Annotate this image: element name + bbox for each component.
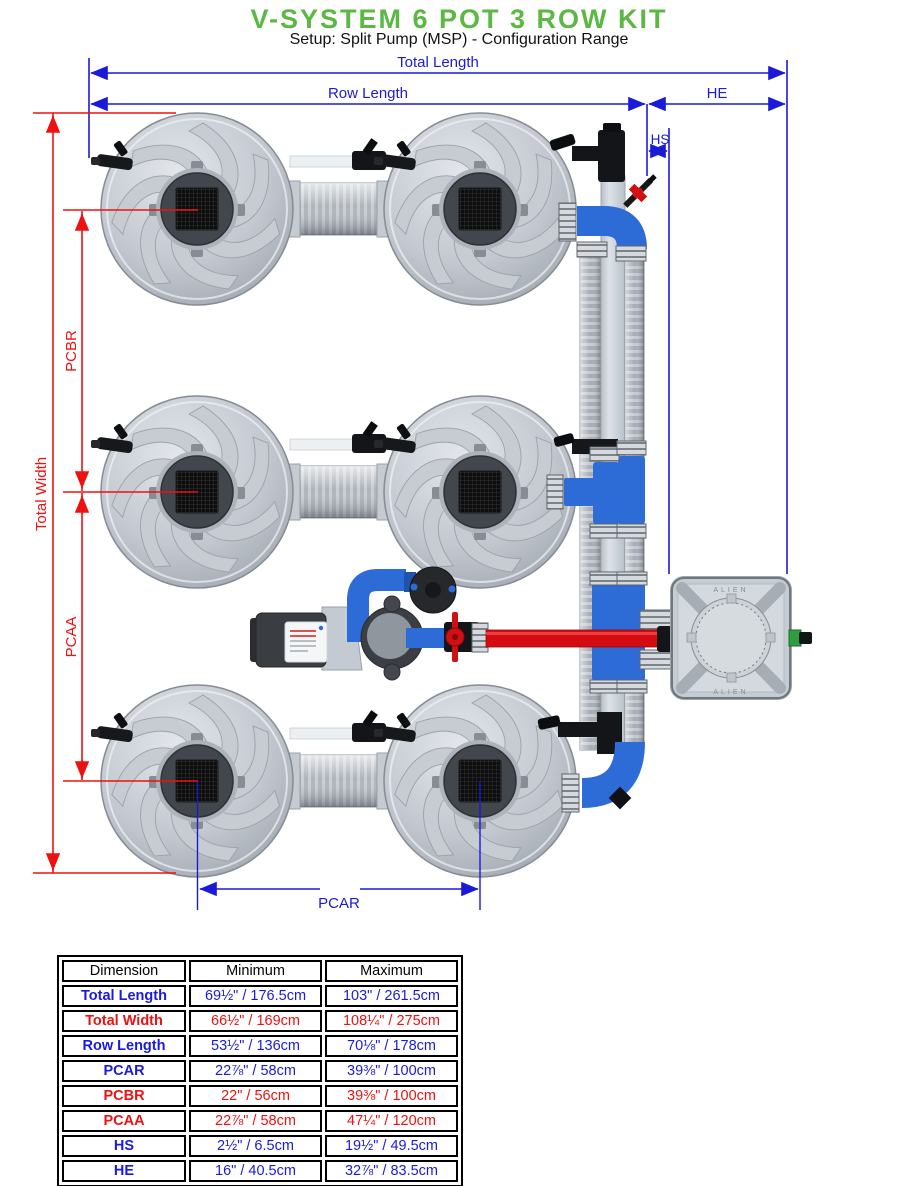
dim-max: 47¼" / 120cm [325, 1110, 458, 1132]
dim-min: 53½" / 136cm [189, 1035, 322, 1057]
col-header-maximum: Maximum [325, 960, 458, 982]
dim-max: 19½" / 49.5cm [325, 1135, 458, 1157]
pot-1 [91, 113, 293, 305]
pump-outlet-pipe [406, 628, 450, 648]
reservoir-brand-bottom: ALIEN [713, 689, 748, 696]
dim-max: 32⅞" / 83.5cm [325, 1160, 458, 1182]
red-valve [445, 612, 465, 662]
blue-elbow-row1 [577, 206, 647, 250]
table-row: PCAA 22⅞" / 58cm 47¼" / 120cm [62, 1110, 458, 1132]
table-row: PCAR 22⅞" / 58cm 39⅜" / 100cm [62, 1060, 458, 1082]
dim-min: 69½" / 176.5cm [189, 985, 322, 1007]
total-length-label: Total Length [397, 54, 479, 71]
page-title: V-SYSTEM 6 POT 3 ROW KIT [250, 4, 668, 34]
dim-label: HS [62, 1135, 186, 1157]
pump-inlet-pipe [347, 569, 406, 642]
blue-dimensions [88, 58, 788, 910]
table-row: Row Length 53½" / 136cm 70⅛" / 178cm [62, 1035, 458, 1057]
table-row: Total Width 66½" / 169cm 108¼" / 275cm [62, 1010, 458, 1032]
pot-6 [374, 685, 576, 877]
pot-2 [374, 113, 576, 305]
dimension-table: Dimension Minimum Maximum Total Length 6… [57, 955, 463, 1186]
dim-label: Total Length [62, 985, 186, 1007]
dim-label: Row Length [62, 1035, 186, 1057]
dim-min: 22" / 56cm [189, 1085, 322, 1107]
he-label: HE [707, 85, 728, 102]
dim-min: 66½" / 169cm [189, 1010, 322, 1032]
page-subtitle: Setup: Split Pump (MSP) - Configuration … [289, 31, 629, 48]
row1-hose [286, 137, 391, 238]
dim-max: 103" / 261.5cm [325, 985, 458, 1007]
pump-assembly [250, 566, 675, 681]
blue-elbow-row3 [581, 741, 645, 808]
dim-min: 22⅞" / 58cm [189, 1060, 322, 1082]
manifold [537, 123, 674, 813]
motor-label [284, 621, 328, 663]
dim-max: 39⅜" / 100cm [325, 1060, 458, 1082]
row3-hose [286, 709, 391, 810]
dim-label: Total Width [62, 1010, 186, 1032]
kit-diagram: ALIEN ALIEN [33, 54, 812, 912]
table-row: PCBR 22" / 56cm 39⅜" / 100cm [62, 1085, 458, 1107]
hs-label: HS [651, 132, 670, 147]
pcaa-label: PCAA [63, 617, 80, 658]
row-length-label: Row Length [328, 85, 408, 102]
dim-max: 39⅜" / 100cm [325, 1085, 458, 1107]
red-dimensions [33, 112, 198, 874]
pcbr-label: PCBR [63, 330, 80, 372]
col-header-dimension: Dimension [62, 960, 186, 982]
dim-max: 108¼" / 275cm [325, 1010, 458, 1032]
total-width-label: Total Width [33, 457, 50, 531]
row2-hose [286, 420, 391, 521]
table-row: HS 2½" / 6.5cm 19½" / 49.5cm [62, 1135, 458, 1157]
pot-4 [374, 396, 576, 588]
dim-max: 70⅛" / 178cm [325, 1035, 458, 1057]
row1-junction [549, 123, 657, 262]
dim-label: PCBR [62, 1085, 186, 1107]
dim-min: 2½" / 6.5cm [189, 1135, 322, 1157]
dim-label: PCAA [62, 1110, 186, 1132]
row2-junction [546, 433, 647, 539]
dim-min: 16" / 40.5cm [189, 1160, 322, 1182]
table-row: Total Length 69½" / 176.5cm 103" / 261.5… [62, 985, 458, 1007]
dim-label: PCAR [62, 1060, 186, 1082]
pcar-label: PCAR [318, 895, 360, 912]
dim-label: HE [62, 1160, 186, 1182]
table-header-row: Dimension Minimum Maximum [62, 960, 458, 982]
reservoir-brand-top: ALIEN [713, 587, 748, 594]
table-row: HE 16" / 40.5cm 32⅞" / 83.5cm [62, 1160, 458, 1182]
ball-valve [404, 566, 457, 614]
col-header-minimum: Minimum [189, 960, 322, 982]
dripper-valve [623, 174, 657, 208]
reservoir: ALIEN ALIEN [670, 576, 812, 700]
dim-min: 22⅞" / 58cm [189, 1110, 322, 1132]
